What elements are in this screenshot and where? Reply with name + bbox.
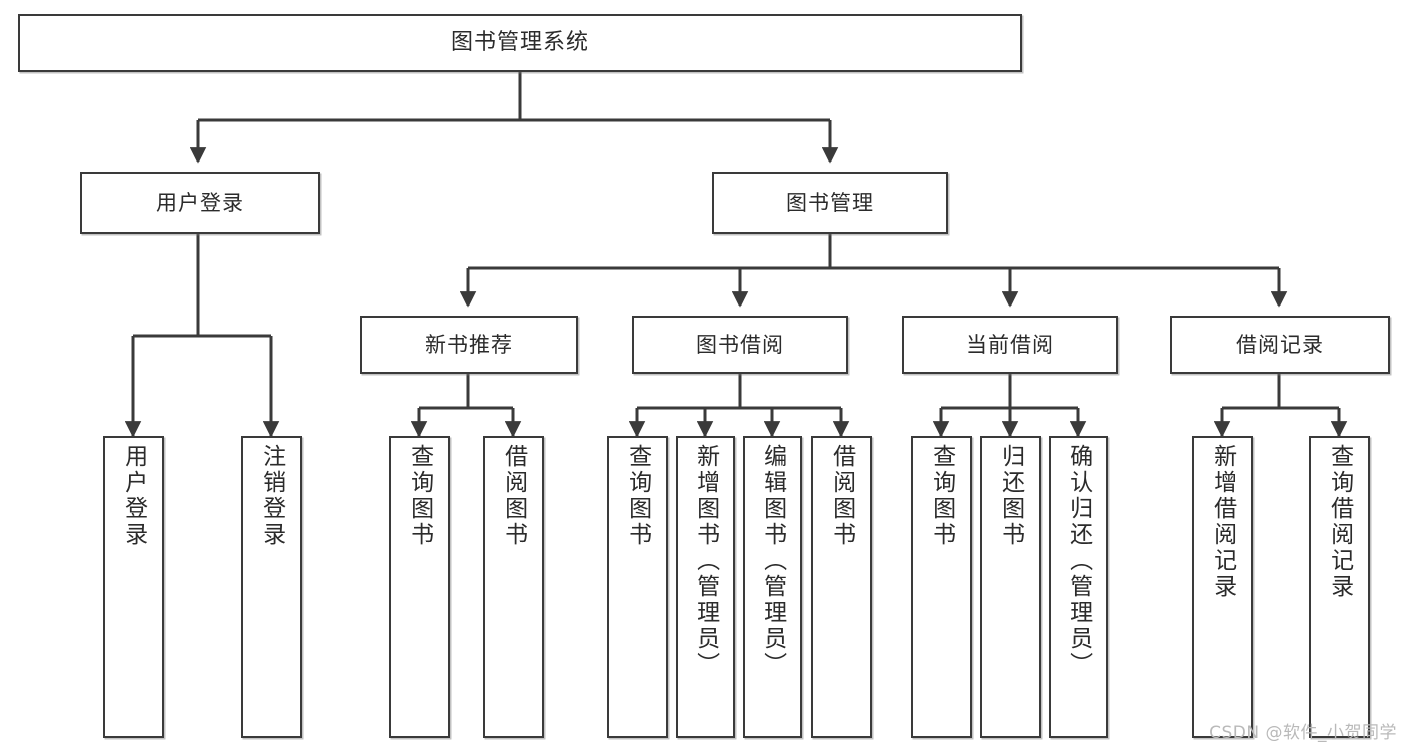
node-leaf-query-record[interactable]: 查询借阅记录 — [1309, 436, 1370, 738]
node-leaf-query-record-label: 查询借阅记录 — [1326, 444, 1353, 600]
node-book-borrow[interactable]: 图书借阅 — [632, 316, 848, 374]
node-borrow-record-label: 借阅记录 — [1236, 332, 1324, 357]
csdn-watermark: CSDN @软件_小贺同学 — [1209, 723, 1397, 743]
node-leaf-confirm-return-label: 确认归还（管理员） — [1065, 444, 1092, 678]
node-book-manage[interactable]: 图书管理 — [712, 172, 948, 234]
node-current-borrow[interactable]: 当前借阅 — [902, 316, 1118, 374]
node-leaf-query-book-3[interactable]: 查询图书 — [911, 436, 972, 738]
node-leaf-return-book[interactable]: 归还图书 — [980, 436, 1041, 738]
node-leaf-borrow-book-2[interactable]: 借阅图书 — [811, 436, 872, 738]
node-new-book-recommend[interactable]: 新书推荐 — [360, 316, 578, 374]
node-leaf-add-book-label: 新增图书（管理员） — [692, 444, 719, 678]
node-leaf-query-book-1[interactable]: 查询图书 — [389, 436, 450, 738]
node-leaf-add-record-label: 新增借阅记录 — [1209, 444, 1236, 600]
node-leaf-confirm-return[interactable]: 确认归还（管理员） — [1049, 436, 1108, 738]
node-leaf-borrow-book-1[interactable]: 借阅图书 — [483, 436, 544, 738]
node-leaf-user-login-label: 用户登录 — [120, 444, 147, 548]
node-book-manage-label: 图书管理 — [786, 190, 874, 215]
node-user-login-label: 用户登录 — [156, 190, 244, 215]
node-leaf-query-book-1-label: 查询图书 — [406, 444, 433, 548]
node-leaf-query-book-2-label: 查询图书 — [624, 444, 651, 548]
node-root-label: 图书管理系统 — [450, 30, 589, 56]
node-leaf-add-book[interactable]: 新增图书（管理员） — [676, 436, 735, 738]
node-leaf-borrow-book-2-label: 借阅图书 — [828, 444, 855, 548]
node-user-login[interactable]: 用户登录 — [80, 172, 320, 234]
node-leaf-return-book-label: 归还图书 — [997, 444, 1024, 548]
node-leaf-borrow-book-1-label: 借阅图书 — [500, 444, 527, 548]
node-leaf-logout[interactable]: 注销登录 — [241, 436, 302, 738]
node-new-book-recommend-label: 新书推荐 — [425, 332, 513, 357]
node-leaf-user-login[interactable]: 用户登录 — [103, 436, 164, 738]
node-leaf-edit-book[interactable]: 编辑图书（管理员） — [743, 436, 802, 738]
node-leaf-query-book-3-label: 查询图书 — [928, 444, 955, 548]
node-leaf-add-record[interactable]: 新增借阅记录 — [1192, 436, 1253, 738]
node-book-borrow-label: 图书借阅 — [696, 332, 784, 357]
node-root[interactable]: 图书管理系统 — [18, 14, 1022, 72]
node-leaf-edit-book-label: 编辑图书（管理员） — [759, 444, 786, 678]
node-borrow-record[interactable]: 借阅记录 — [1170, 316, 1390, 374]
node-current-borrow-label: 当前借阅 — [966, 332, 1054, 357]
node-leaf-query-book-2[interactable]: 查询图书 — [607, 436, 668, 738]
node-leaf-logout-label: 注销登录 — [258, 444, 285, 548]
